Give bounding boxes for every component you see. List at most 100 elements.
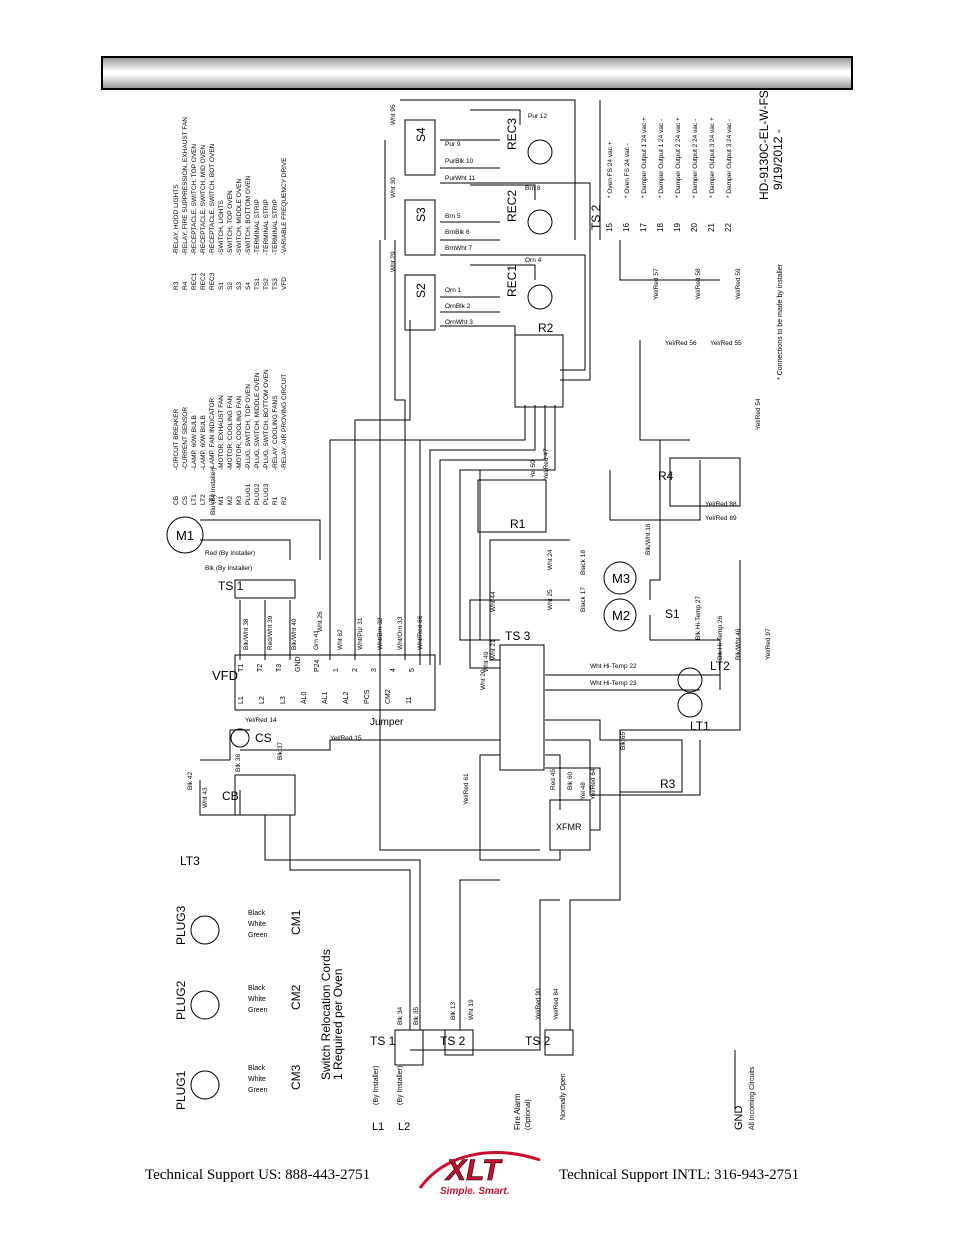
wire-label-wht29: Wht 29 <box>390 251 397 272</box>
cord-color-label: White <box>248 996 266 1003</box>
ts2-terminal-number: 15 <box>605 223 614 232</box>
vfd-body <box>234 654 436 711</box>
wire-ts2b <box>410 1030 541 1051</box>
label-gnd: GND <box>733 1106 745 1131</box>
wire-label-wht62: Wht 62 <box>337 629 344 650</box>
ts2-terminal-number: 18 <box>656 223 665 232</box>
vfd-terminal-left: L1 <box>238 696 245 704</box>
wire-label-brnwht7: BrnWht 7 <box>445 245 472 252</box>
motor-m2-symbol <box>603 598 637 632</box>
legend-desc: -MOTOR, COOLING FAN <box>227 395 234 470</box>
wire-label-blkwht46: Blk/Wht 46 <box>735 628 742 660</box>
label-m1: M1 <box>176 528 194 543</box>
wire-label-yel48: Yel 48 <box>580 782 587 800</box>
legend-desc: -RELAY, COOLING FANS <box>272 395 279 470</box>
legend-desc: -TERMINAL STRIP <box>272 199 279 255</box>
vfd-terminal-right: 2 <box>352 668 359 672</box>
wire-orn4 <box>440 325 516 350</box>
wire-s234-down <box>639 340 690 441</box>
wire-brn4 <box>440 254 586 371</box>
legend-code: VFD <box>281 277 288 290</box>
logo-tagline: Simple. Smart. <box>440 1186 509 1196</box>
legend-code: R4 <box>182 281 189 290</box>
ts2-terminal-label: * Damper Output 1 24 vac + <box>641 117 648 198</box>
wire-label-pur9: Pur 9 <box>445 141 461 148</box>
label-ts1-bottom: TS 1 <box>370 1034 396 1048</box>
legend-code: M1 <box>218 496 225 505</box>
wire-label-wht26: Wht 26 <box>317 611 324 632</box>
wire-label-redwht39: Red/Wht 39 <box>267 615 274 650</box>
vfd-terminal-left: L3 <box>280 696 287 704</box>
label-rec2: REC2 <box>505 190 519 222</box>
wire-ts3-up <box>479 470 500 641</box>
label-ts2-bottom: TS 2 <box>440 1034 466 1048</box>
wire-r3b <box>545 739 701 796</box>
cord-color-label: Green <box>248 1007 268 1014</box>
wire-pur <box>470 109 521 125</box>
wire-label-m1-blu: Blu (By Installer) <box>210 467 217 515</box>
ts1-top-body <box>234 579 296 599</box>
xfmr-block: XFMR <box>549 799 591 851</box>
wire-label-blk36: Blk 36 <box>235 754 242 772</box>
label-r1: R1 <box>510 517 526 531</box>
legend-desc: -VARIABLE FREQUENCY DRIVE <box>281 157 288 255</box>
wire-label-ornblk2: OrnBlk 2 <box>445 303 471 310</box>
tech-support-us: Technical Support US: 888-443-2751 <box>145 1167 371 1183</box>
wire-r4-a <box>649 440 661 600</box>
wire-r2-down <box>419 405 526 665</box>
legend-code: PLUG3 <box>263 483 270 505</box>
label-cm1: CM1 <box>289 909 303 935</box>
label-lt3: LT3 <box>180 854 200 868</box>
label-optional: (Optional) <box>525 1099 532 1130</box>
legend-code: REC3 <box>209 272 216 290</box>
legend-code: LT3 <box>209 494 216 505</box>
wire-label-wht30: Wht 30 <box>390 177 397 198</box>
ts2-terminal-number: 20 <box>690 223 699 232</box>
wire-label-m1-red: Red (By Installer) <box>205 550 255 557</box>
label-ts3: TS 3 <box>505 629 531 643</box>
wire-label-whtred66: Wht/Red 66 <box>417 615 424 650</box>
label-ts2-top: TS 2 <box>589 204 603 230</box>
ts3-block: TS 3 <box>499 629 545 771</box>
relay-r2-body <box>514 334 564 408</box>
wire-label-brn5: Brn 5 <box>445 213 461 220</box>
label-r3: R3 <box>660 777 676 791</box>
logo-brand: XLT <box>444 1154 503 1187</box>
wire-label-yelred61: Yel/Red 61 <box>463 773 470 805</box>
legend-code: REC2 <box>200 272 207 290</box>
label-fire-alarm: Fire Alarm <box>513 1093 522 1130</box>
label-plug3: PLUG3 <box>174 905 188 945</box>
ts2-terminal-number: 21 <box>707 223 716 232</box>
legend-code: CB <box>173 496 180 505</box>
lamp-lt1-symbol <box>677 692 703 718</box>
legend-code: R3 <box>173 281 180 290</box>
circuit-breaker-body <box>234 774 296 816</box>
wire-label-whtorn33: Wht/Orn 33 <box>397 616 404 650</box>
ts1-bottom-body <box>394 1029 424 1066</box>
wire-label-yelred58: Yel/Red 58 <box>695 268 702 300</box>
label-l1: L1 <box>372 1121 384 1133</box>
label-s1: S1 <box>665 607 680 621</box>
legend-desc: -RELAY, AIR PROVING CIRCUIT <box>281 374 288 470</box>
label-rec1: REC1 <box>505 265 519 297</box>
legend-code: TS3 <box>272 278 279 290</box>
vfd-terminal-left: AL1 <box>322 691 329 704</box>
label-plug1: PLUG1 <box>174 1070 188 1110</box>
switch-s2-body <box>404 274 436 331</box>
wire-label-wht23: Wht Hi-Temp 23 <box>590 680 637 687</box>
cs-cb-block: CS CB LT3 <box>180 728 296 868</box>
legend-desc: -SWITCH, LIGHTS <box>218 199 225 255</box>
wire-label-pur12: Pur 12 <box>528 113 548 120</box>
rec1-symbol <box>527 284 553 310</box>
vfd-terminal-right: 3 <box>371 668 378 672</box>
wire-vfd-r4 <box>394 240 406 660</box>
legend-desc: -SWITCH, TOP OVEN <box>227 190 234 255</box>
legend-code: CS <box>182 495 189 505</box>
ts2-terminal-label: * Damper Output 3 24 vac - <box>726 119 733 198</box>
wire-label-wht25: Wht 25 <box>547 589 554 610</box>
drawing-date: 9/19/2012 - <box>771 129 785 190</box>
wire-label-wht24: Wht 24 <box>547 549 554 570</box>
wire-xfmr2 <box>545 767 601 831</box>
wire-label-yelred84: Yel/Red 84 <box>553 988 560 1020</box>
wire-label-yelred55: Yel/Red 55 <box>710 340 742 347</box>
